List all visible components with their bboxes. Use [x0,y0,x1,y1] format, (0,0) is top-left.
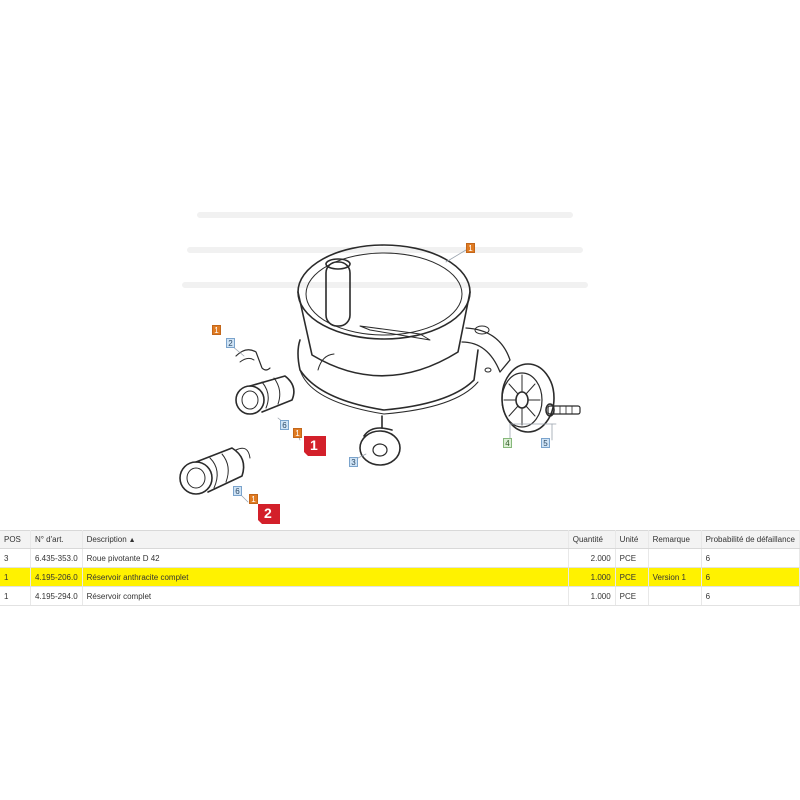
cell-article[interactable]: 6.435-353.0 [30,548,83,568]
column-header-pos[interactable]: POS [0,530,31,549]
cell-remark [648,586,702,606]
watermark-graphic [182,212,588,288]
callout-position-2-clip[interactable]: 2 [226,338,235,348]
badge-shape [304,436,326,456]
rear-wheel-drawing [501,363,581,433]
callout-position-6-upper[interactable]: 6 [280,420,289,430]
badge-shape [258,504,280,524]
cell-unit: PCE [615,586,649,606]
cell-unit: PCE [615,567,649,587]
badge-1-label: 1 [310,437,318,453]
sort-ascending-icon[interactable]: ▲ [128,537,136,544]
column-header-quantity[interactable]: Quantité [568,530,616,549]
cell-description: Réservoir complet [82,586,569,606]
callout-position-6-lower[interactable]: 6 [233,486,242,496]
cell-description: Roue pivotante D 42 [82,548,569,568]
column-header-unit[interactable]: Unité [615,530,649,549]
callout-position-1-lower[interactable]: 1 [249,494,258,504]
callout-position-1-connector[interactable]: 1 [212,325,221,335]
callout-position-5-axle[interactable]: 5 [541,438,550,448]
tank-drawing [297,244,511,415]
cell-article[interactable]: 4.195-206.0 [30,567,83,587]
cell-pos: 3 [0,548,31,568]
column-header-remark[interactable]: Remarque [648,530,702,549]
cell-failure-probability: 6 [701,567,800,587]
diagram-drawing [179,212,588,503]
table-row[interactable]: 3 6.435-353.0 Roue pivotante D 42 2.000 … [0,548,800,568]
cell-failure-probability: 6 [701,548,800,568]
cell-pos: 1 [0,567,31,587]
badge-2-label: 2 [264,505,272,521]
connector-lower-drawing [179,447,251,495]
cell-description: Réservoir anthracite complet [82,567,569,587]
callout-position-4-wheel[interactable]: 4 [503,438,512,448]
cell-failure-probability: 6 [701,586,800,606]
badge-1-icon[interactable]: 1 [304,436,326,456]
parts-list-table: POS N° d'art. Description▲ Quantité Unit… [0,530,800,606]
cell-unit: PCE [615,548,649,568]
column-header-description[interactable]: Description▲ [82,530,569,549]
cell-quantity: 1.000 [568,567,616,587]
table-header-row: POS N° d'art. Description▲ Quantité Unit… [0,530,800,549]
table-row[interactable]: 1 4.195-294.0 Réservoir complet 1.000 PC… [0,586,800,606]
cell-article[interactable]: 4.195-294.0 [30,586,83,606]
cell-remark [648,548,702,568]
exploded-view-diagram: 1 1 2 6 1 3 6 1 4 5 1 2 [179,212,588,524]
column-header-article[interactable]: N° d'art. [30,530,83,549]
callout-position-1-upper[interactable]: 1 [293,428,302,438]
connector-upper-drawing [235,349,295,415]
caster-drawing [359,415,401,466]
callout-position-3-caster[interactable]: 3 [349,457,358,467]
cell-quantity: 2.000 [568,548,616,568]
cell-pos: 1 [0,586,31,606]
column-header-failure-probability[interactable]: Probabilité de défaillance [701,530,800,549]
cell-remark: Version 1 [648,567,702,587]
cell-quantity: 1.000 [568,586,616,606]
column-header-description-label: Description [86,535,127,544]
badge-2-icon[interactable]: 2 [258,504,280,524]
callout-position-1-tank[interactable]: 1 [466,243,475,253]
table-row-selected[interactable]: 1 4.195-206.0 Réservoir anthracite compl… [0,567,800,587]
